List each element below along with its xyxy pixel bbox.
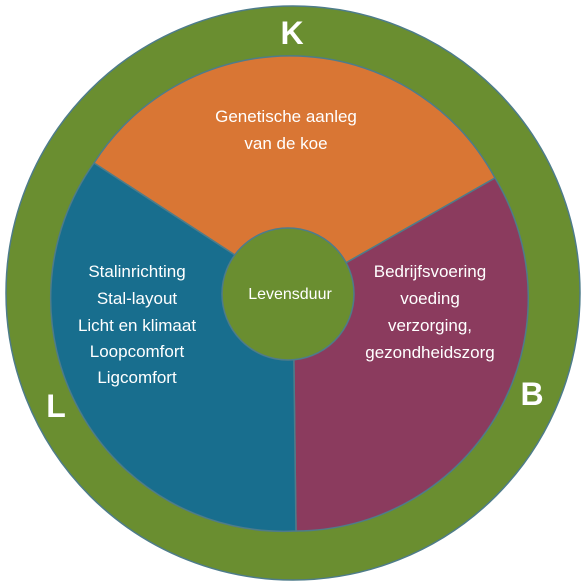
segment-management (292, 176, 530, 532)
genetics-line-1: Genetische aanleg (215, 107, 357, 126)
housing-line-5: Ligcomfort (97, 368, 177, 387)
center-label: Levensduur (248, 286, 332, 303)
housing-line-4: Loopcomfort (90, 342, 185, 361)
genetics-line-2: van de koe (244, 134, 327, 153)
management-line-2: voeding (400, 289, 460, 308)
management-line-4: gezondheidszorg (365, 343, 494, 362)
housing-line-2: Stal-layout (97, 289, 178, 308)
housing-line-1: Stalinrichting (88, 262, 185, 281)
letter-b: B (520, 376, 543, 412)
letter-k: K (280, 15, 303, 51)
management-line-1: Bedrijfsvoering (374, 262, 486, 281)
letter-l: L (46, 388, 66, 424)
management-line-3: verzorging, (388, 316, 472, 335)
housing-line-3: Licht en klimaat (78, 316, 196, 335)
center-circle (221, 227, 355, 361)
segment-genetics (92, 55, 497, 294)
